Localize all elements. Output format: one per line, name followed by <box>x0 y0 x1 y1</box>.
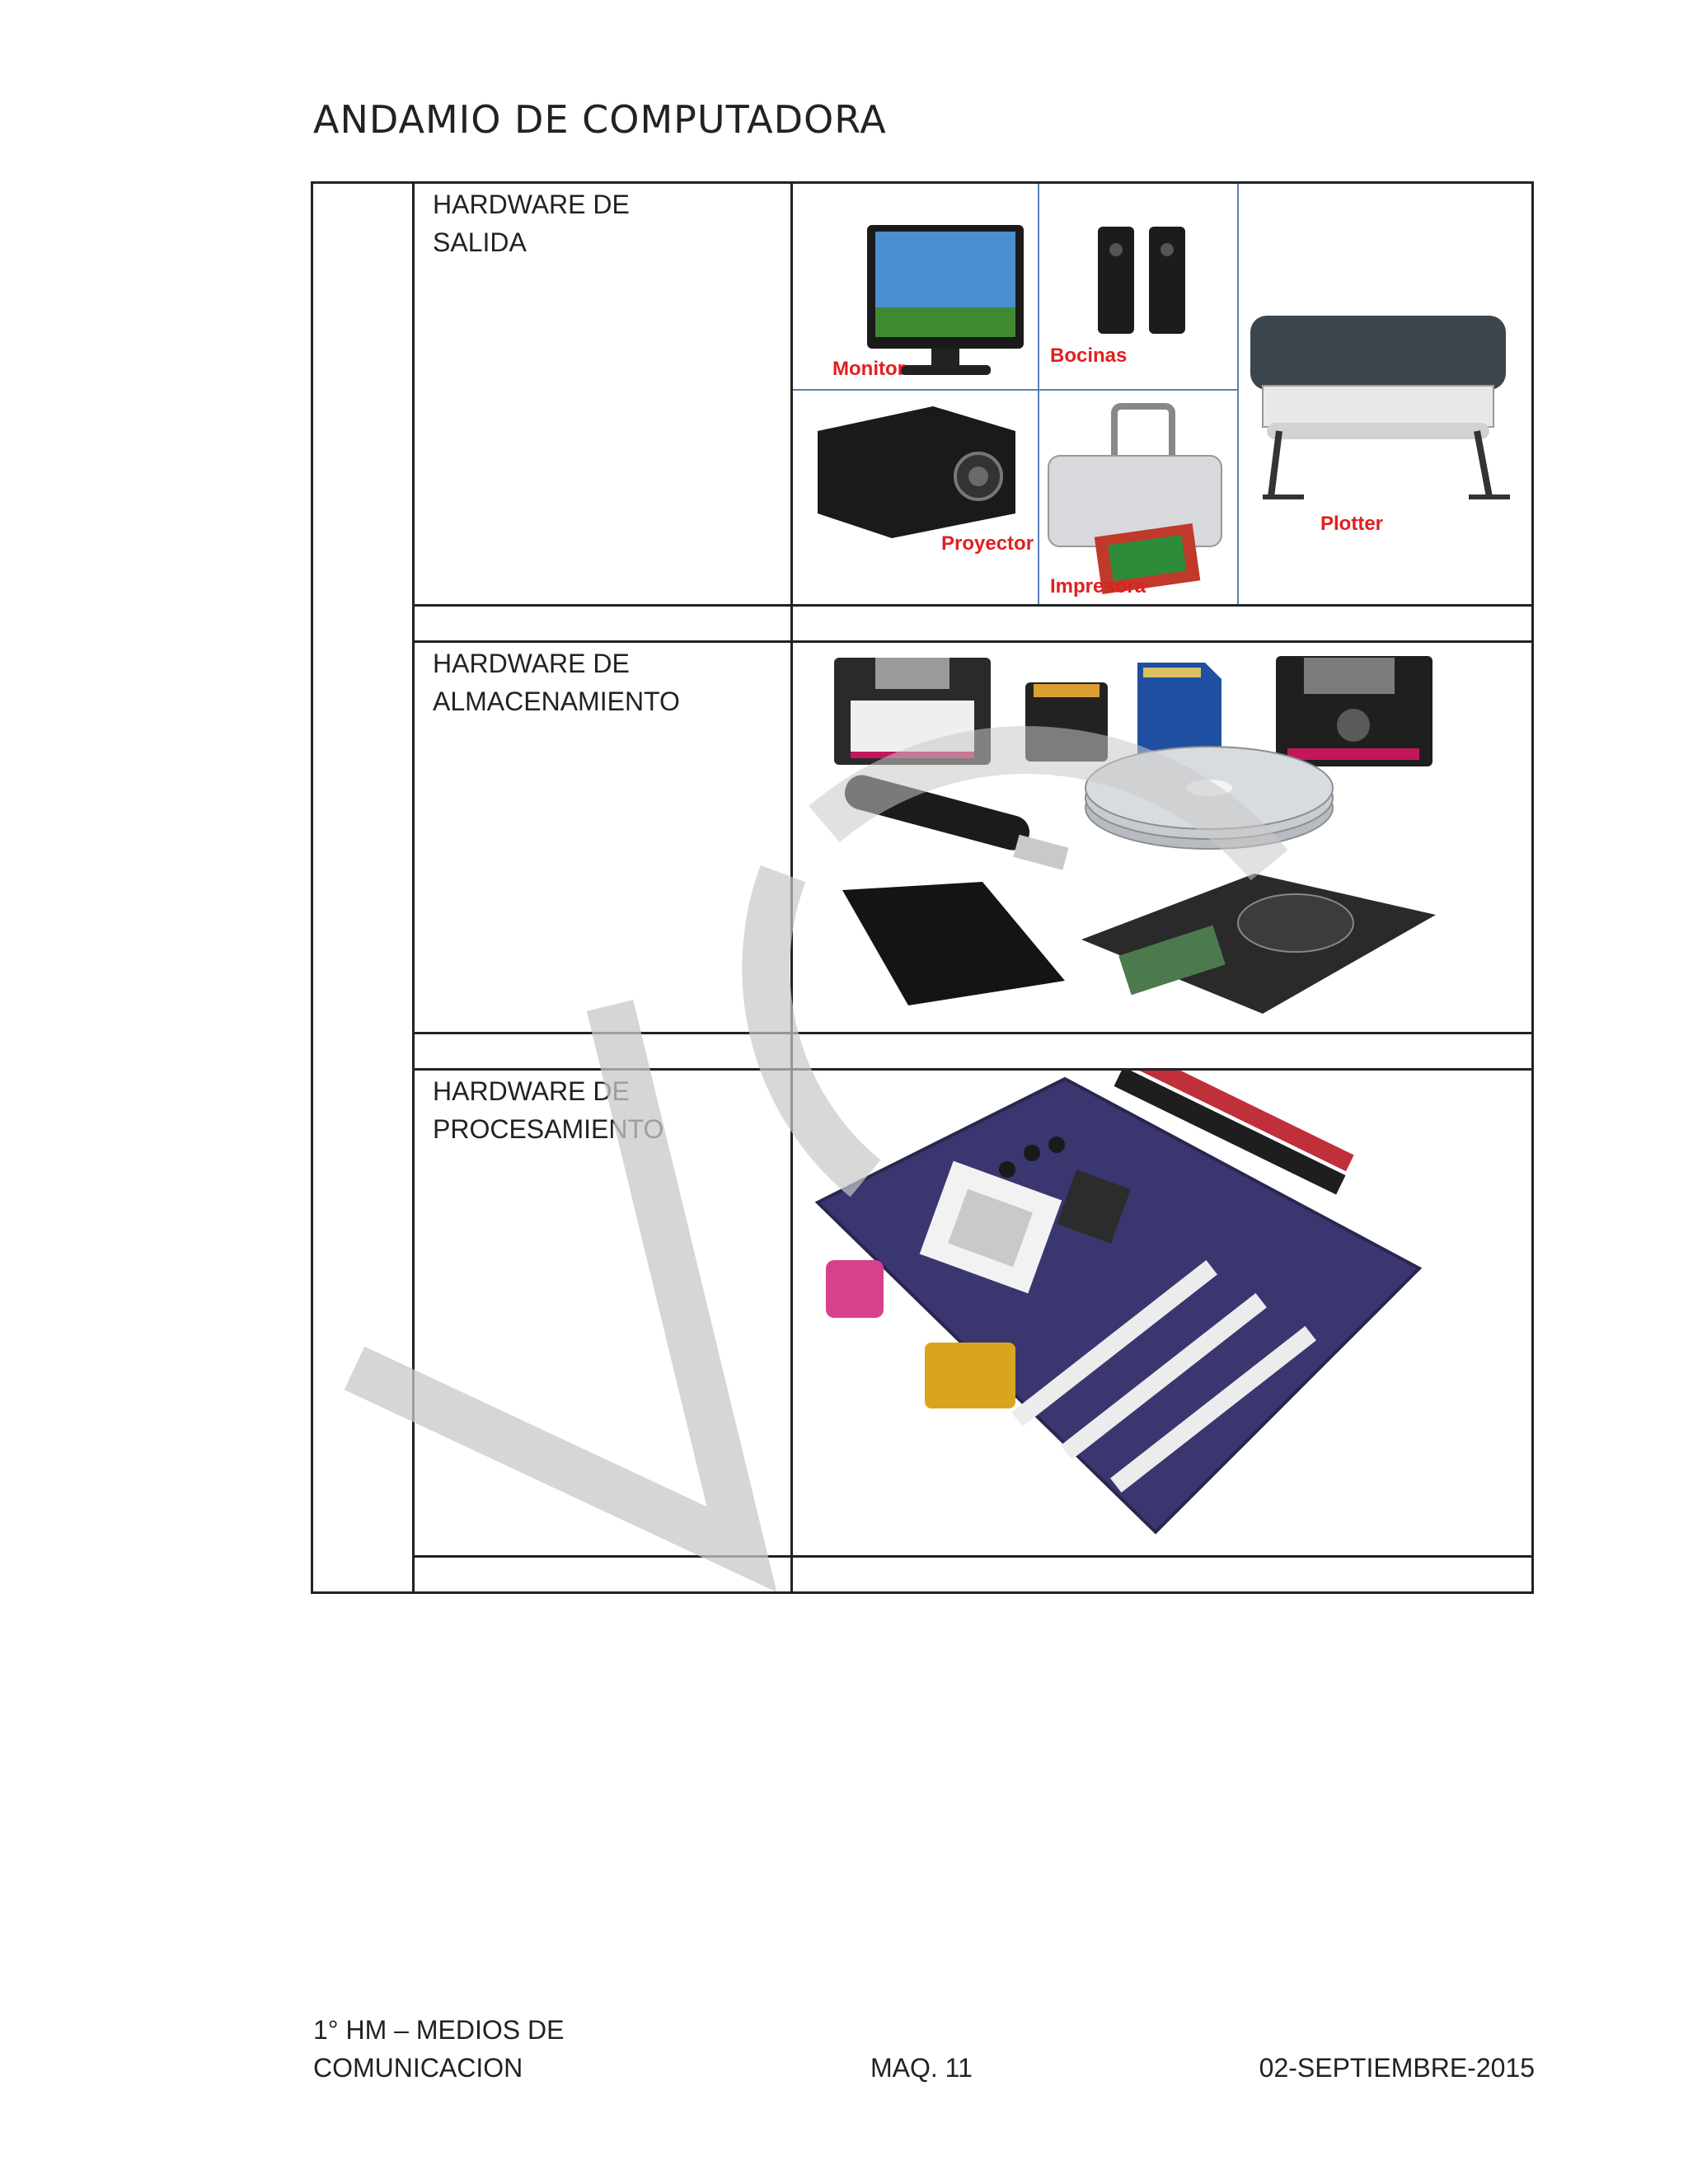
caption-projector: Proyector <box>941 532 1034 555</box>
caption-monitor: Monitor <box>832 358 905 380</box>
footer-date: 02-SEPTIEMBRE-2015 <box>1259 2053 1535 2083</box>
row-label-storage: HARDWARE DE ALMACENAMIENTO <box>433 649 680 716</box>
caption-plotter: Plotter <box>1320 513 1383 535</box>
empty-cell <box>412 1032 793 1071</box>
speaker-icon <box>1098 227 1185 334</box>
processing-hardware-image <box>790 1068 1534 1558</box>
plotter-icon <box>1250 316 1510 499</box>
empty-cell <box>790 1555 1534 1594</box>
empty-cell <box>790 1032 1534 1071</box>
floppy-disk-icon <box>834 658 991 765</box>
empty-cell <box>790 604 1534 643</box>
document-title: ANDAMIO DE COMPUTADORA <box>313 97 887 142</box>
empty-cell <box>412 1555 793 1594</box>
projector-icon <box>818 406 1015 538</box>
caption-printer: Impresora <box>1050 575 1146 598</box>
row-label-processing: HARDWARE DE PROCESAMIENTO <box>433 1076 664 1144</box>
row-label-output: HARDWARE DE SALIDA <box>433 190 630 257</box>
table-row <box>312 604 1534 643</box>
empty-cell <box>412 604 793 643</box>
external-drive-icon <box>842 882 1065 1005</box>
label-cell: HARDWARE DE SALIDA <box>412 181 793 607</box>
gutter-cell <box>311 181 415 1594</box>
caption-speakers: Bocinas <box>1050 344 1127 367</box>
monitor-icon <box>867 225 1024 375</box>
usb-drive-icon <box>844 775 1069 870</box>
hardware-table: HARDWARE DE SALIDA Monitor <box>311 181 1534 1594</box>
hard-disk-icon <box>1081 874 1436 1014</box>
footer-course: 1° HM – MEDIOS DE COMUNICACION <box>313 2015 565 2083</box>
motherboard-icon <box>814 1071 1423 1535</box>
floppy-disk-icon <box>1276 656 1432 766</box>
table-row: HARDWARE DE PROCESAMIENTO <box>312 1068 1534 1558</box>
output-hardware-image: Monitor Bocinas Proyector <box>790 181 1534 607</box>
storage-hardware-image <box>790 640 1534 1034</box>
table-row: HARDWARE DE SALIDA Monitor <box>311 181 1534 1594</box>
storage-hardware-collage <box>834 656 1436 1014</box>
table-row <box>312 1032 1534 1071</box>
table-row: HARDWARE DE ALMACENAMIENTO <box>312 640 1534 1034</box>
cd-stack-icon <box>1085 746 1334 850</box>
footer-machine: MAQ. 11 <box>870 2053 973 2083</box>
sd-card-icon <box>1025 682 1108 762</box>
label-cell: HARDWARE DE PROCESAMIENTO <box>412 1068 793 1558</box>
table-row <box>312 1555 1534 1594</box>
label-cell: HARDWARE DE ALMACENAMIENTO <box>412 640 793 1034</box>
printer-icon <box>1048 403 1222 595</box>
output-hardware-collage: Monitor Bocinas Proyector <box>793 184 1510 604</box>
